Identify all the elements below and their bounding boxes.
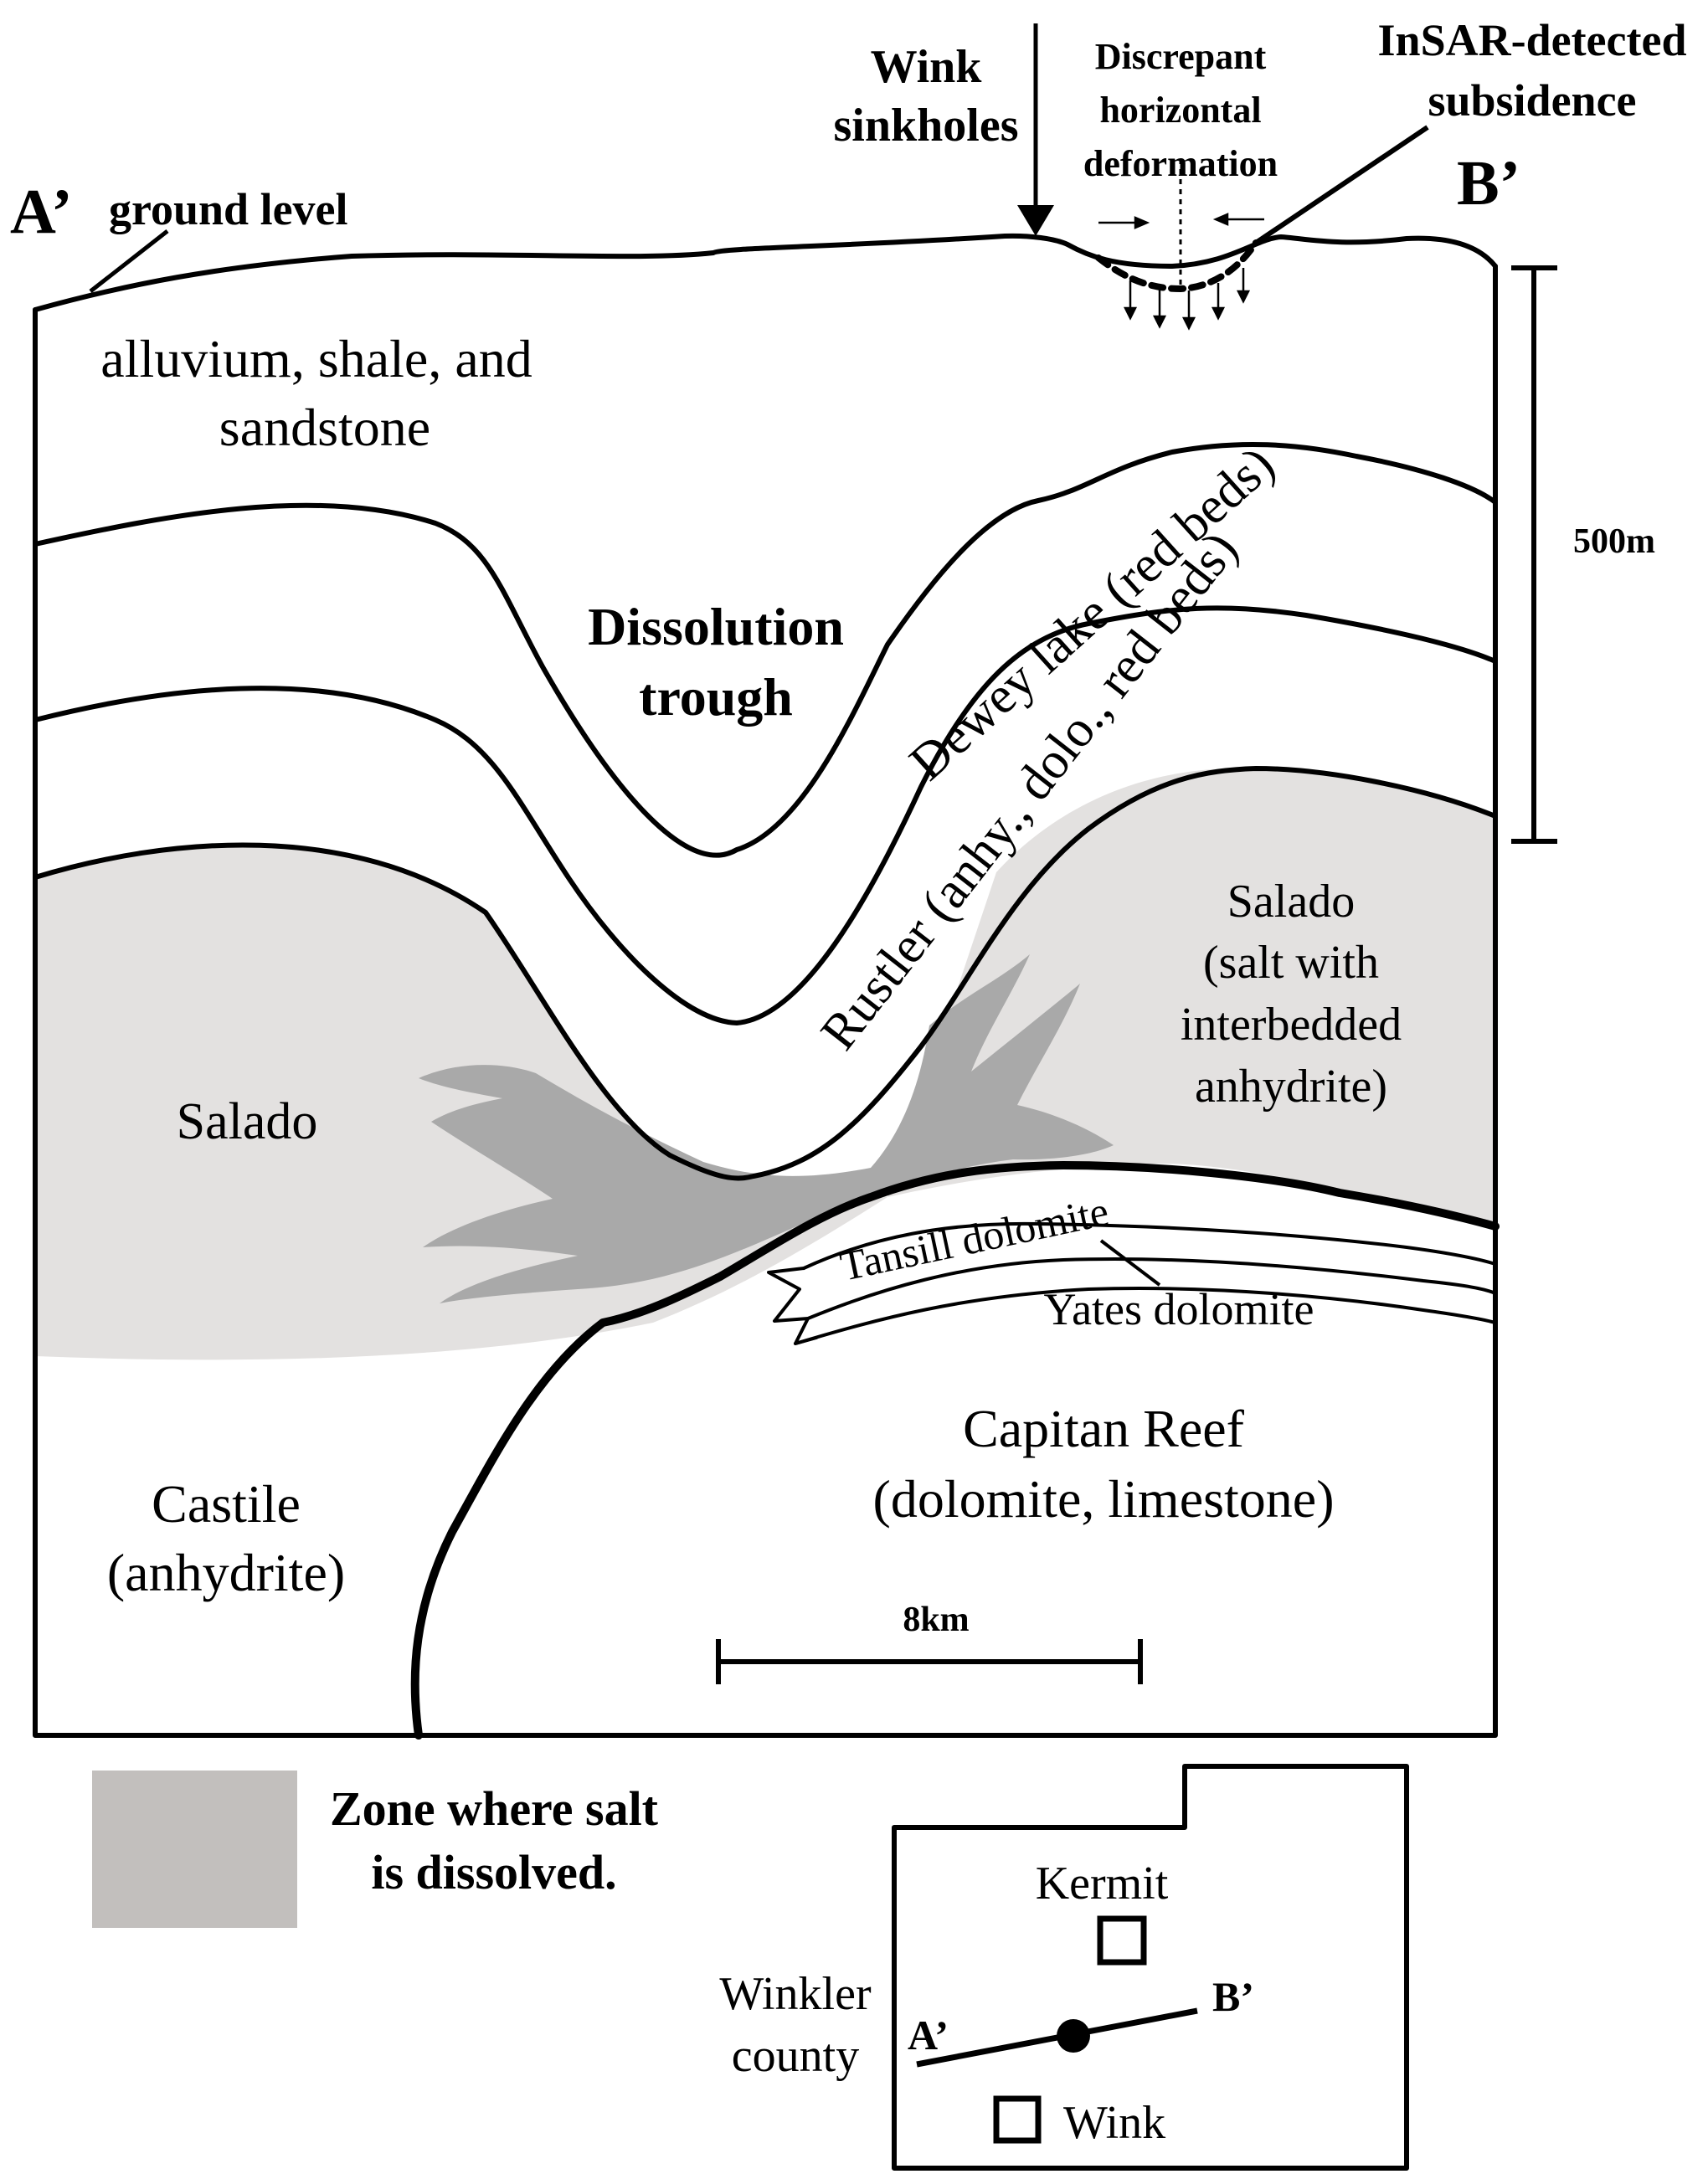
salado-shaded-zone bbox=[35, 768, 1495, 1360]
sinkhole-location-dot bbox=[1057, 2019, 1090, 2053]
label-dissolution-2: trough bbox=[639, 667, 793, 727]
label-discrepant-2: horizontal bbox=[1099, 90, 1261, 131]
wink-sinkholes-arrow-head bbox=[1017, 205, 1054, 236]
inset-label-b-prime: B’ bbox=[1212, 1973, 1254, 2020]
label-salado-right-3: interbedded bbox=[1181, 999, 1402, 1051]
label-ground-level: ground level bbox=[109, 184, 348, 234]
label-castile-2: (anhydrite) bbox=[107, 1543, 345, 1602]
subsidence-dashed-curve bbox=[1095, 239, 1259, 292]
label-salado-left: Salado bbox=[177, 1093, 318, 1150]
kermit-marker bbox=[1097, 1915, 1147, 1966]
subsidence-arrows bbox=[1123, 268, 1251, 331]
dissolution-zone bbox=[419, 954, 1114, 1303]
label-alluvium-2: sandstone bbox=[219, 398, 430, 457]
rustler-base-line bbox=[33, 766, 1498, 1181]
horizontal-scale-bar bbox=[716, 1639, 1143, 1684]
label-a-prime: A’ bbox=[10, 177, 73, 247]
label-salado-right-4: anhydrite) bbox=[1195, 1061, 1387, 1113]
label-wink-sinkholes-2: sinkholes bbox=[834, 100, 1019, 152]
tansill-lower-line bbox=[806, 1257, 1497, 1320]
label-wink-sinkholes-1: Wink bbox=[871, 41, 983, 93]
inset-label-a-prime: A’ bbox=[908, 2012, 949, 2058]
winkler-county-outline bbox=[892, 1764, 1409, 2171]
legend-line-1: Zone where salt bbox=[330, 1781, 659, 1836]
label-castile-1: Castile bbox=[152, 1474, 301, 1534]
label-salado-right-2: (salt with bbox=[1203, 937, 1379, 989]
capitan-reef-boundary bbox=[410, 1161, 1500, 1740]
dolomite-zigzag-break bbox=[767, 1267, 818, 1345]
wink-marker bbox=[993, 2095, 1042, 2144]
label-insar-2: subsidence bbox=[1428, 75, 1636, 126]
label-capitan-1: Capitan Reef bbox=[963, 1399, 1245, 1458]
alluvium-base-line bbox=[33, 441, 1498, 858]
inset-label-kermit: Kermit bbox=[1036, 1858, 1169, 1909]
yates-leader-line bbox=[1099, 1239, 1161, 1287]
label-capitan-2: (dolomite, limestone) bbox=[873, 1469, 1335, 1529]
inset-label-county-2: county bbox=[732, 2030, 859, 2082]
salado-right-fill bbox=[887, 768, 1495, 1222]
label-dissolution-1: Dissolution bbox=[588, 597, 844, 656]
inset-map: Kermit Wink A’ B’ Winkler county bbox=[719, 1764, 1409, 2171]
ground-level-leader-line bbox=[89, 229, 169, 293]
label-discrepant-3: deformation bbox=[1083, 143, 1278, 184]
cross-section-outline bbox=[33, 264, 1498, 1738]
legend-swatch bbox=[92, 1771, 297, 1928]
label-alluvium-1: alluvium, shale, and bbox=[100, 329, 532, 388]
label-discrepant-1: Discrepant bbox=[1095, 36, 1267, 77]
label-scale-horizontal: 8km bbox=[903, 1601, 969, 1639]
horizontal-deformation-arrows bbox=[1098, 213, 1264, 229]
label-salado-right-1: Salado bbox=[1227, 876, 1355, 928]
label-yates: Yates dolomite bbox=[1043, 1284, 1314, 1334]
tansill-upper-line bbox=[802, 1221, 1497, 1270]
label-b-prime: B’ bbox=[1457, 148, 1520, 218]
legend-line-2: is dissolved. bbox=[371, 1845, 616, 1899]
ground-surface-line bbox=[33, 233, 1498, 312]
dewey-lake-base-line bbox=[33, 605, 1498, 1025]
vertical-scale-bar bbox=[1511, 265, 1557, 844]
label-scale-vertical: 500m bbox=[1573, 522, 1655, 561]
insar-leader-line bbox=[1254, 125, 1429, 245]
salado-left-fill bbox=[35, 845, 887, 1360]
inset-label-wink: Wink bbox=[1063, 2097, 1165, 2149]
inset-label-county-1: Winkler bbox=[719, 1968, 872, 2020]
label-insar-1: InSAR-detected bbox=[1378, 15, 1687, 65]
yates-lower-line bbox=[794, 1287, 1497, 1345]
